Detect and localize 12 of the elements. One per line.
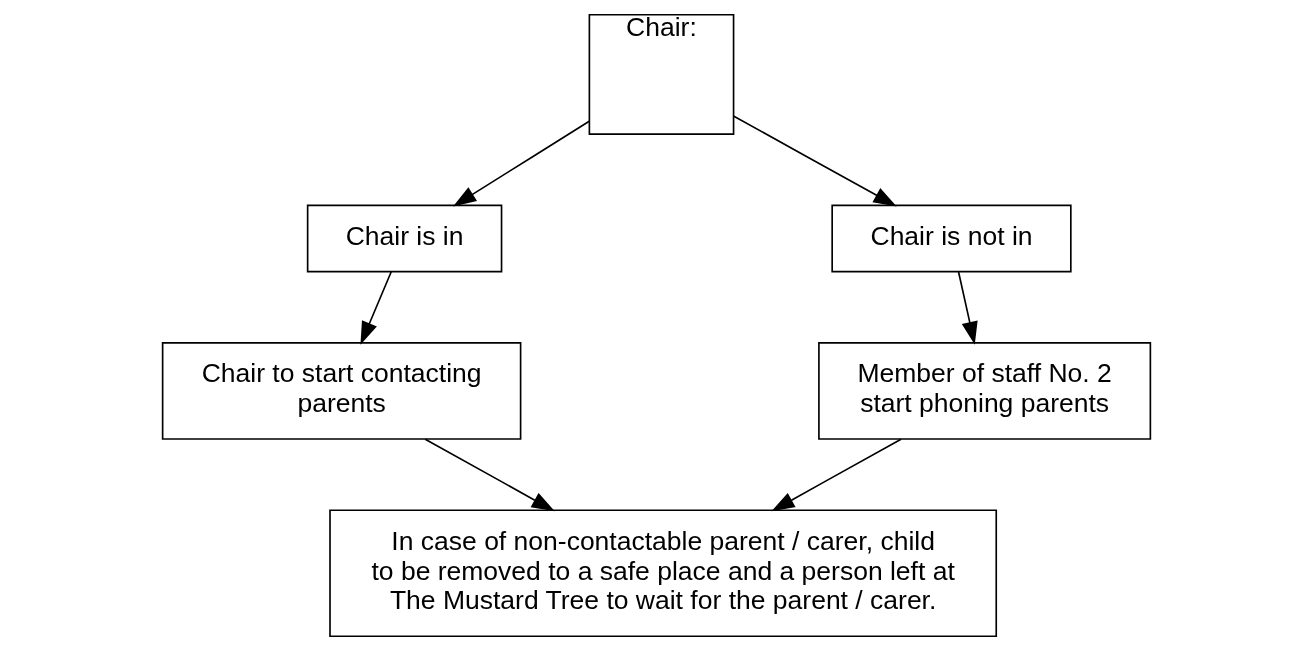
- arrow: [770, 438, 902, 512]
- node-box: Chair is in: [306, 204, 502, 273]
- node-box: Chair:: [588, 13, 734, 135]
- node-box: Chair to start contacting parents: [161, 342, 521, 440]
- arrow: [359, 270, 392, 345]
- arrow: [452, 120, 590, 207]
- node-box: Member of staff No. 2 start phoning parents: [817, 342, 1151, 440]
- arrow: [732, 115, 897, 207]
- arrow: [423, 438, 555, 512]
- node-box: Chair is not in: [830, 204, 1072, 273]
- arrow: [957, 270, 978, 345]
- node-box: In case of non-contactable parent / carer, child to be removed to a safe place and a person left at The Mustard Tree to wait for the parent / carer.: [328, 509, 997, 638]
